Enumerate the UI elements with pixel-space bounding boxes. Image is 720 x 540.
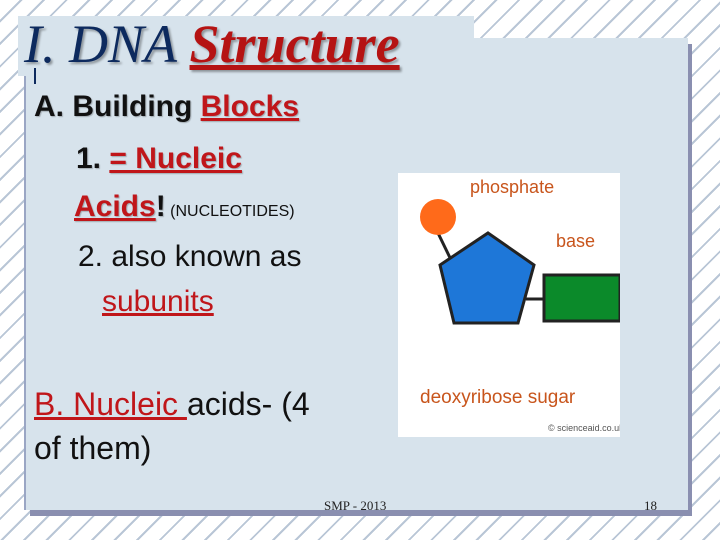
item-1-line-1: 1. = Nucleic — [76, 142, 242, 176]
heading-a-red: Blocks — [200, 90, 300, 123]
item-1-bang: ! — [155, 190, 166, 223]
item-2-line-1: 2. also known as — [78, 240, 302, 273]
heading-b-rest: acids- (4 — [186, 386, 310, 422]
title-box — [18, 16, 474, 76]
item-1-prefix: 1. — [76, 142, 110, 175]
base-rectangle — [542, 273, 622, 323]
phosphate-circle — [420, 199, 456, 235]
phosphate-label: phosphate — [470, 177, 554, 197]
sugar-pentagon — [438, 231, 536, 325]
footer-author: SMP - 2013 — [324, 498, 387, 513]
item-1-line-2: Acids! (NUCLEOTIDES) — [74, 190, 295, 224]
heading-b-line-1: B. Nucleic acids- (4 — [34, 386, 310, 423]
heading-b-line-2: of them) — [34, 430, 152, 466]
footer-page-number: 18 — [644, 498, 657, 513]
title-part-2: Structure — [189, 14, 400, 74]
heading-a: A. Building Blocks — [34, 90, 299, 124]
nucleotide-diagram: phosphate base deoxyribose sugar © scien… — [398, 173, 624, 437]
credit-text: © scienceaid.co.uk — [548, 423, 620, 433]
item-1-red: = Nucleic — [109, 142, 242, 175]
title-tick — [34, 68, 36, 84]
base-label: base — [556, 231, 595, 251]
title-part-1: I. DNA — [24, 14, 190, 74]
heading-a-prefix: A. Building — [34, 90, 201, 123]
item-1-acids: Acids — [74, 190, 156, 223]
sugar-label: deoxyribose sugar — [420, 387, 576, 408]
item-1-note: (NUCLEOTIDES) — [165, 203, 295, 220]
heading-b-red: B. Nucleic — [34, 386, 187, 422]
slide-title: I. DNA Structure — [24, 14, 400, 74]
nucleotide-svg: phosphate base deoxyribose sugar © scien… — [420, 177, 624, 433]
item-2-line-2: subunits — [102, 285, 214, 318]
